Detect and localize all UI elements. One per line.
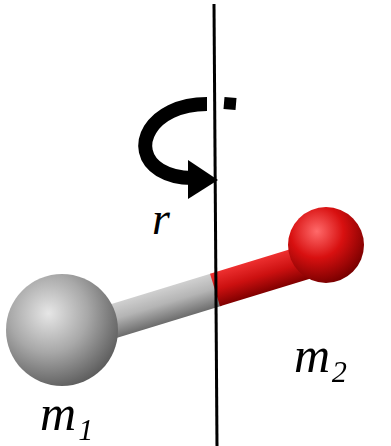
mass-label: m₂ xyxy=(294,330,348,380)
atom-m1 xyxy=(6,274,118,386)
rotation-arrowhead xyxy=(188,160,218,199)
rotation-axis xyxy=(214,4,217,446)
distance-label: r xyxy=(152,196,170,242)
rotation-arrow-tail xyxy=(224,103,236,104)
atom-m2 xyxy=(288,207,364,283)
mass-label: m₁ xyxy=(40,388,94,438)
